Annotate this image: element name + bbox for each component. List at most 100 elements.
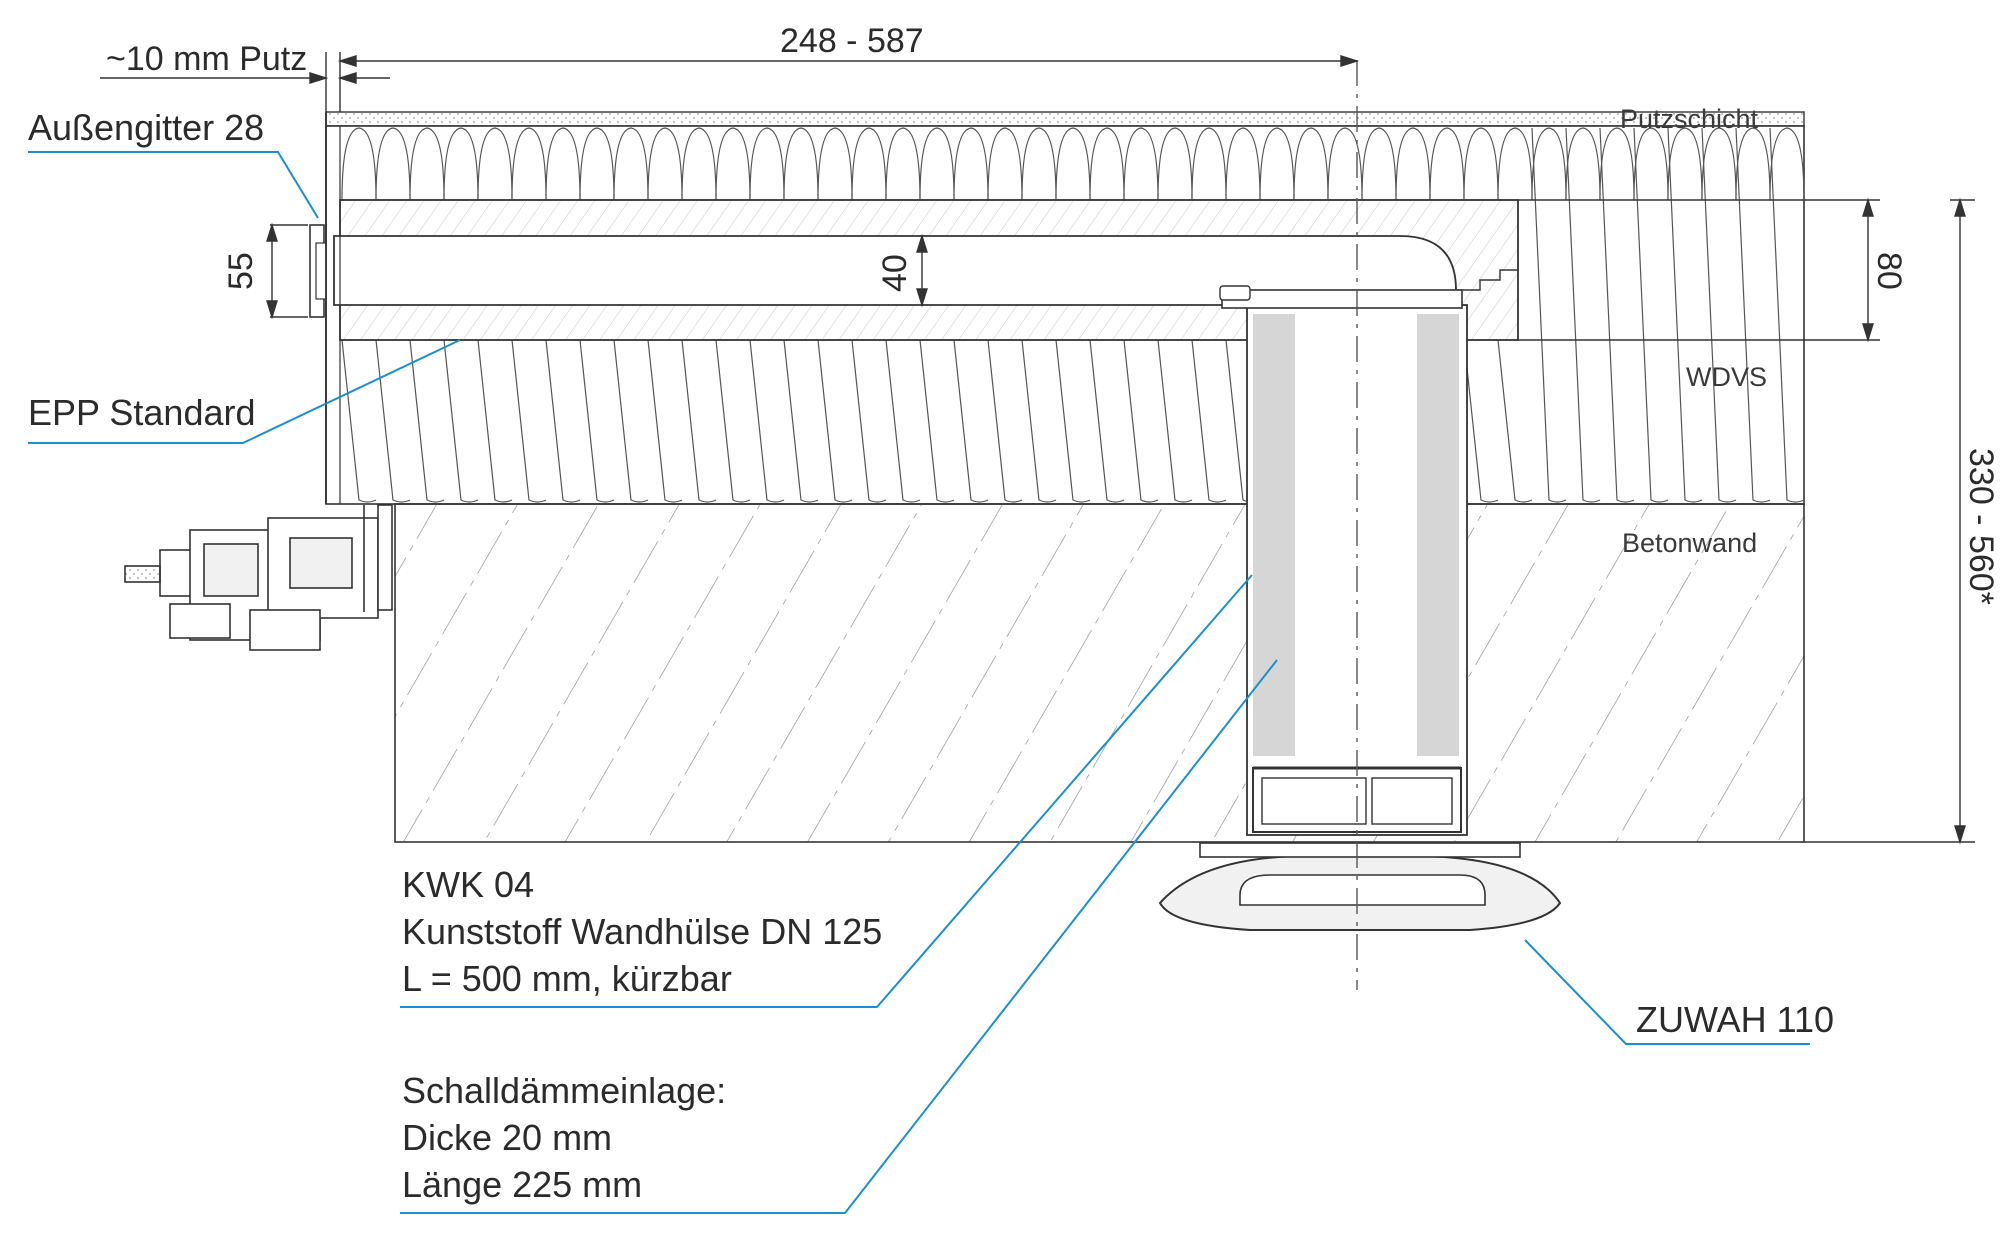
layer-insulation-label: WDVS [1686, 362, 1767, 392]
insulation-wave [1463, 127, 1499, 201]
sleeve-cap [1219, 285, 1251, 301]
insulation-wave [1565, 127, 1601, 503]
inner-unit-base [1199, 842, 1521, 858]
insulation-wave [613, 127, 649, 201]
insulation-wave [1259, 127, 1295, 201]
insulation-wave [1667, 127, 1703, 503]
insulation-wave [1327, 127, 1363, 201]
insulation-wave [783, 339, 819, 503]
insulation-wave [817, 127, 853, 201]
insulation-wave [851, 127, 887, 201]
insulation-wave [1191, 127, 1227, 201]
epp-step [1456, 269, 1518, 291]
insulation-wave [1361, 127, 1397, 201]
insulation-wave [477, 339, 513, 503]
insulation-wave [783, 127, 819, 201]
insulation-wave [1055, 339, 1091, 503]
leader-sleeve [400, 574, 1253, 1008]
insulation-wave [1531, 127, 1567, 503]
insulation-wave [443, 127, 479, 201]
insulation-wave [1191, 339, 1227, 503]
plaster-layer [325, 111, 1805, 127]
insulation-wave [341, 339, 377, 503]
callout-damping-line1: Schalldämmeinlage: [402, 1070, 726, 1111]
insulation-wave [817, 339, 853, 503]
callout-damping-line2: Dicke 20 mm [402, 1117, 612, 1158]
leader-lines [28, 151, 1810, 1214]
insulation-wave [749, 339, 785, 503]
insulation-wave [647, 339, 683, 503]
dimension-lines [100, 52, 1975, 845]
insulation-wave [1157, 127, 1193, 201]
insulation-wave [953, 339, 989, 503]
insulation-wave [1599, 127, 1635, 503]
insulation-wave [579, 127, 615, 201]
insulation-wave [1429, 127, 1465, 201]
callout-sleeve-line2: Kunststoff Wandhülse DN 125 [402, 911, 882, 952]
insulation-wave [409, 127, 445, 201]
insulation-wave [1633, 127, 1669, 503]
leader-damping [400, 659, 1278, 1214]
insulation-wave [477, 127, 513, 201]
insulation-wave [341, 127, 377, 201]
insulation-wave [681, 127, 717, 201]
insulation-wave [851, 339, 887, 503]
insulation-wave [681, 339, 717, 503]
concrete-wall [394, 503, 1805, 843]
insulation-wave [1293, 127, 1329, 201]
insulation-wave [885, 127, 921, 201]
fan-module-motor [1371, 777, 1453, 825]
layer-plaster-label: Putzschicht [1620, 104, 1759, 134]
insulation-wave [1157, 339, 1193, 503]
insulation-wave [1089, 127, 1125, 201]
insulation-wave [953, 127, 989, 201]
layer-concrete-label: Betonwand [1622, 528, 1757, 558]
dim-plaster-label: ~10 mm Putz [106, 40, 307, 78]
window-profile [124, 504, 393, 651]
insulation-wave [511, 339, 547, 503]
dim-duct-height: 80 [1870, 252, 1908, 290]
insulation-wave [647, 127, 683, 201]
insulation-wave [1497, 127, 1533, 201]
callout-sleeve-line1: KWK 04 [402, 864, 534, 905]
leader-inner-unit [1524, 939, 1810, 1045]
insulation-wave [375, 339, 411, 503]
outer-grille-lip [315, 242, 327, 300]
dim-grille-height: 55 [222, 252, 260, 290]
insulation-wave [1055, 127, 1091, 201]
inner-unit-grille [1239, 874, 1486, 906]
fan-module-body [1261, 777, 1367, 825]
insulation-wave [1123, 339, 1159, 503]
insulation-wave [1089, 339, 1125, 503]
insulation-wave [919, 127, 955, 201]
dim-wall-depth: 330 - 560* [1962, 448, 2000, 605]
damping-insert-left [1253, 314, 1295, 756]
insulation-wave [545, 127, 581, 201]
insulation-wave [1225, 127, 1261, 201]
insulation-wave [1021, 339, 1057, 503]
insulation-wave [885, 339, 921, 503]
callout-outer-grille: Außengitter 28 [28, 107, 264, 148]
insulation-wave [715, 339, 751, 503]
insulation-wave [749, 127, 785, 201]
damping-insert-right [1417, 314, 1459, 756]
callout-inner-unit: ZUWAH 110 [1636, 999, 1834, 1040]
leader-epp [28, 339, 461, 444]
insulation-wave [579, 339, 615, 503]
insulation-wave [987, 127, 1023, 201]
insulation-wave [1735, 127, 1771, 503]
insulation-wave [1395, 127, 1431, 201]
insulation-wave [987, 339, 1023, 503]
insulation-wave [409, 339, 445, 503]
insulation-wave [545, 339, 581, 503]
insulation-wave [715, 127, 751, 201]
insulation-wave [919, 339, 955, 503]
leader-outer-grille [28, 151, 319, 219]
callout-sleeve-line3: L = 500 mm, kürzbar [402, 958, 732, 999]
insulation-wave [1123, 127, 1159, 201]
insulation-wave [375, 127, 411, 201]
insulation-wave [613, 339, 649, 503]
insulation-wave [1463, 339, 1499, 503]
